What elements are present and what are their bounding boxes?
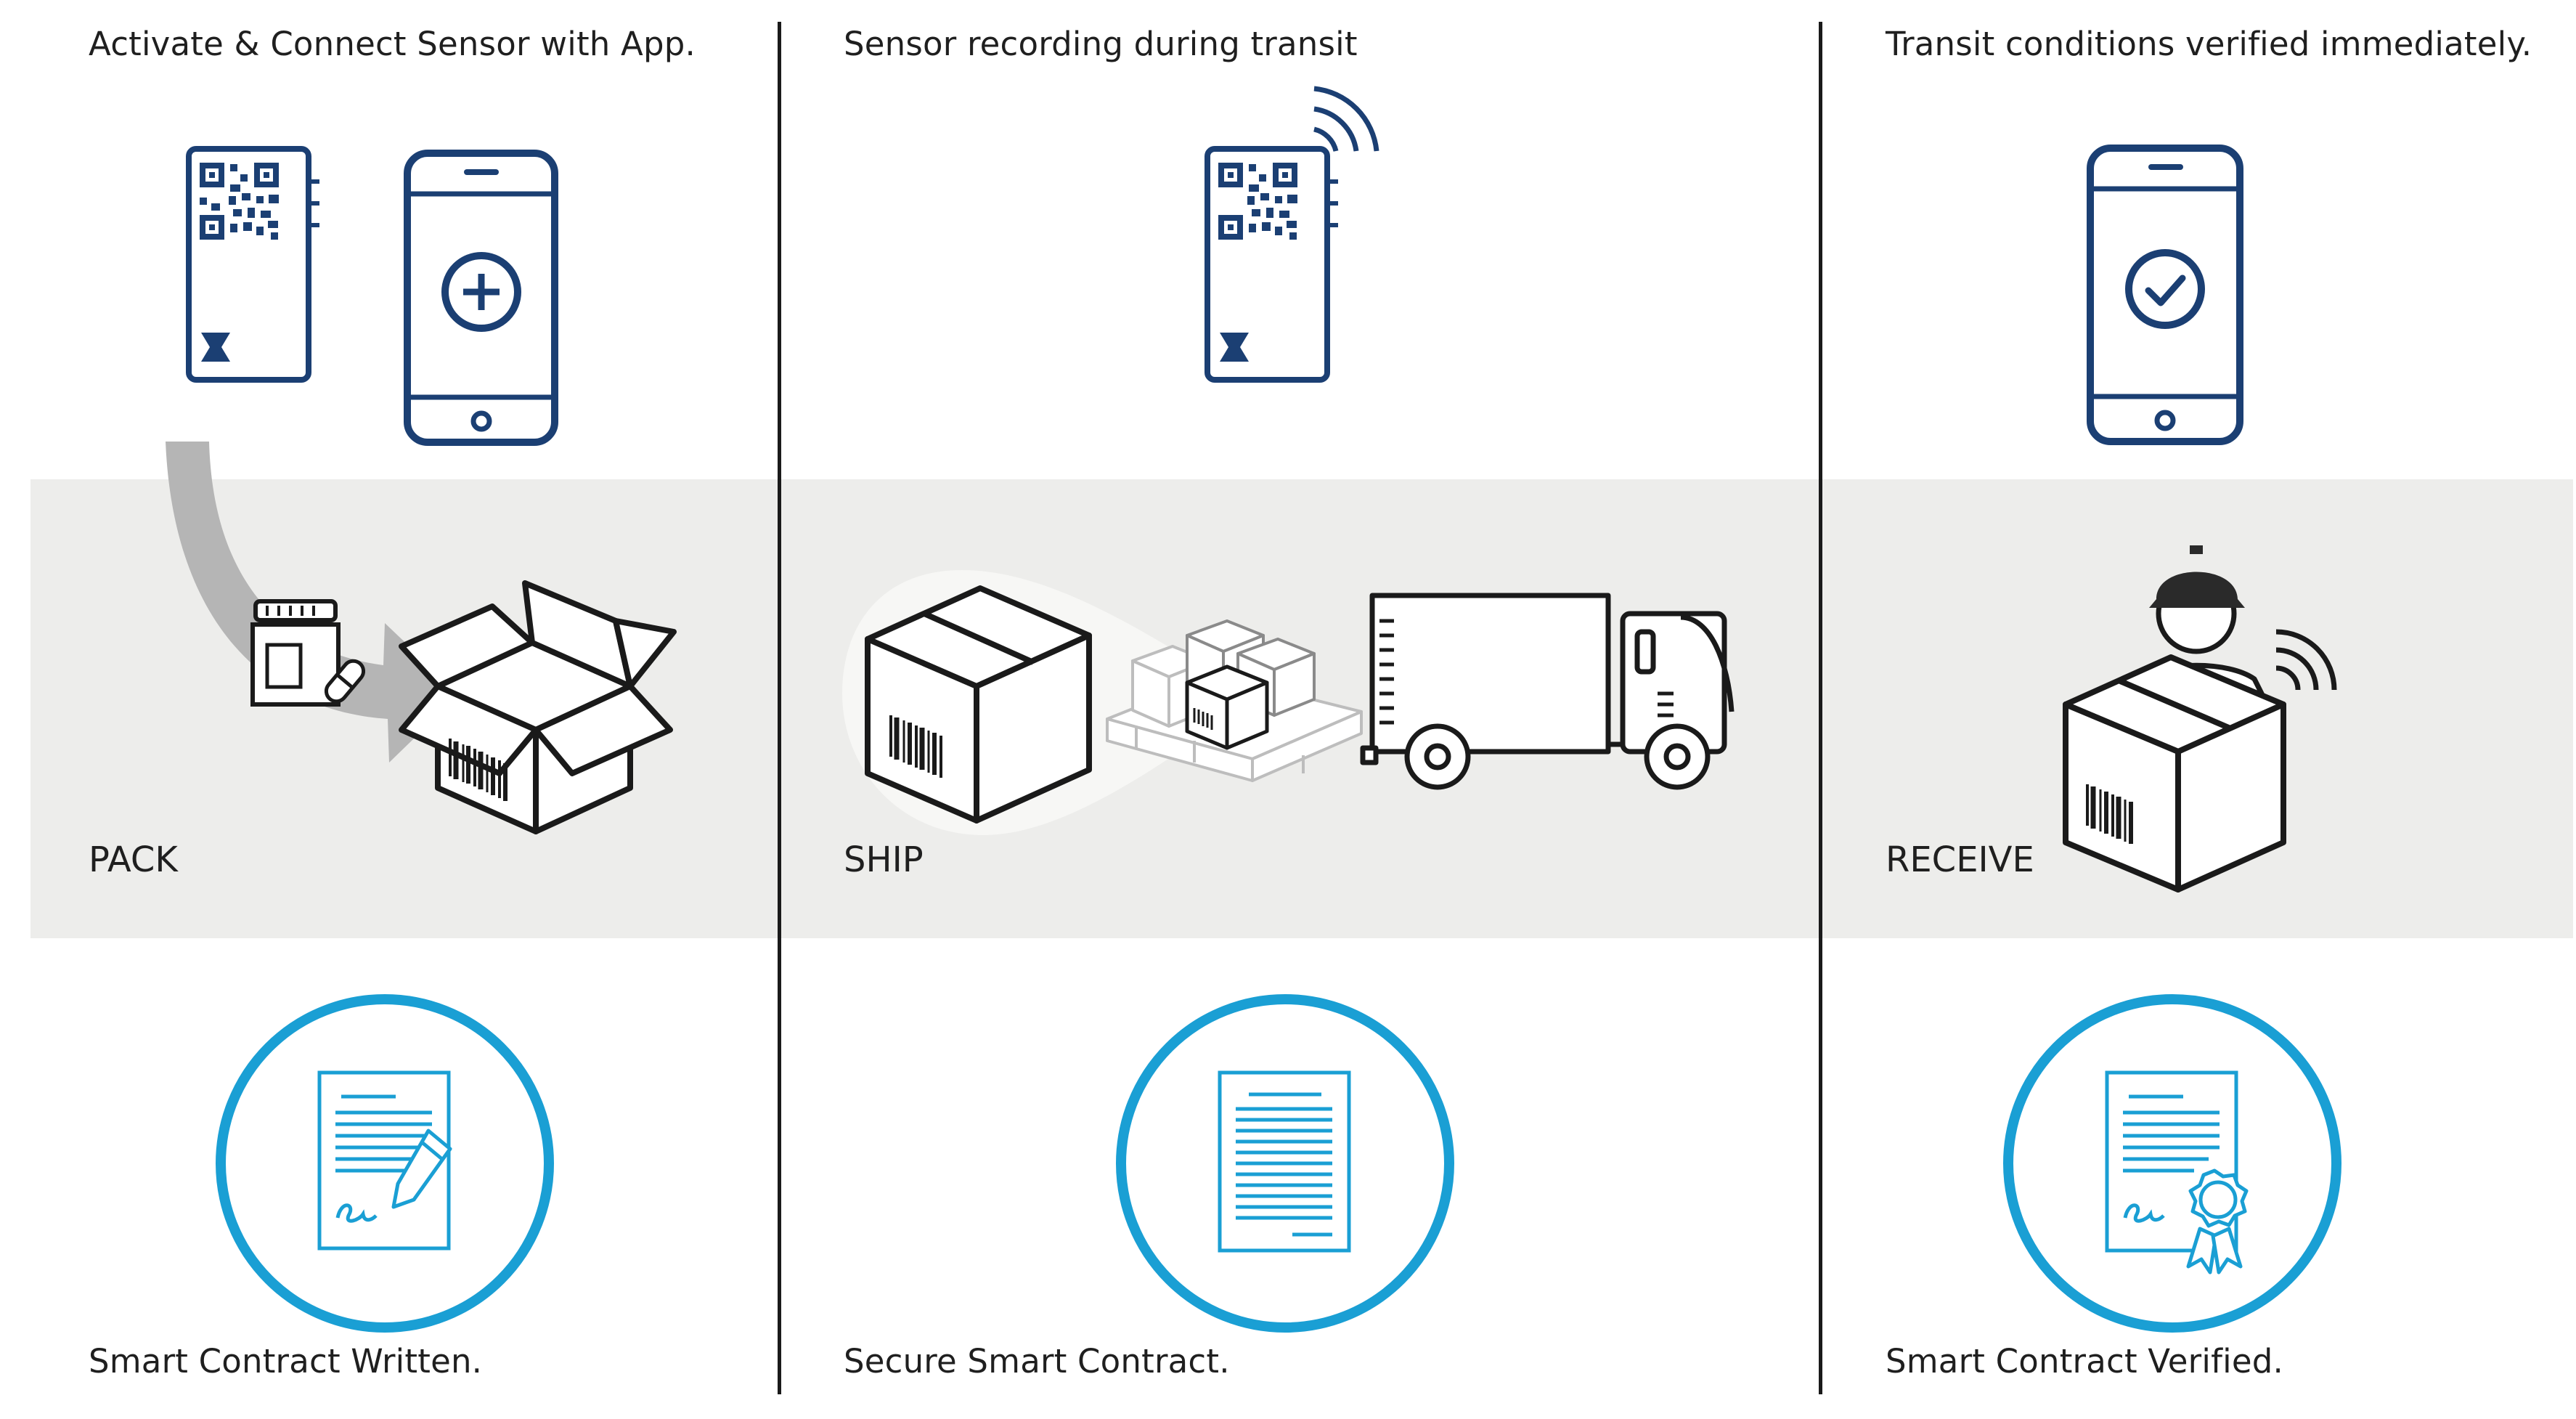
ship-bottom-caption: Secure Smart Contract. [844,1342,1230,1381]
column-divider-2 [1819,22,1822,1394]
open-box-icon [399,580,677,834]
shipping-scene [842,570,1735,835]
stage-label-receive: RECEIVE [1886,839,2034,880]
phone-check-icon [2087,145,2243,445]
receive-bottom-caption: Smart Contract Verified. [1886,1342,2283,1381]
contract-icon [1116,994,1454,1333]
certified-contract-icon [2003,994,2341,1333]
column-divider-1 [778,22,781,1394]
curved-arrow-icon [166,442,460,763]
pack-top-caption: Activate & Connect Sensor with App. [89,25,696,63]
ship-top-caption: Sensor recording during transit [844,25,1358,63]
medicine-bottle-icon [250,599,366,707]
phone-plus-icon [404,150,558,446]
pallet-icon [1106,619,1363,782]
signed-contract-icon [216,994,554,1333]
truck-icon [1360,593,1735,790]
sensor-wireless-icon [1205,86,1379,383]
sensor-tag-icon [186,146,319,383]
closed-box-icon [865,585,1092,824]
stage-label-pack: PACK [89,839,178,880]
receive-top-caption: Transit conditions verified immediately. [1886,25,2532,63]
courier-with-box-icon [2063,545,2337,893]
pack-bottom-caption: Smart Contract Written. [89,1342,483,1381]
stage-label-ship: SHIP [844,839,924,880]
